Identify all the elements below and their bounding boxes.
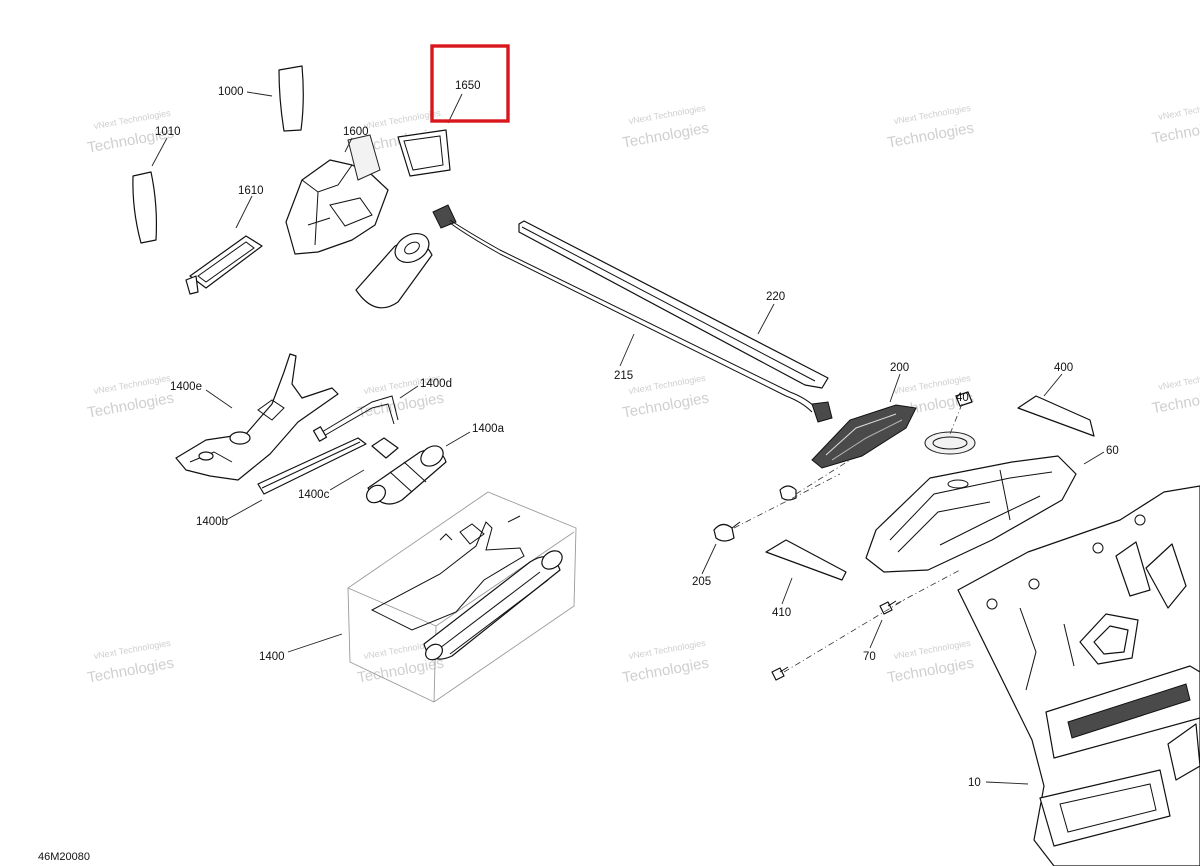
assembly-lines [733,403,963,673]
part-1400-toolkit[interactable] [347,491,577,703]
callout-1000[interactable]: 1000 [218,86,244,98]
callout-1400a[interactable]: 1400a [472,423,505,435]
part-10-front-panel[interactable] [957,485,1200,866]
part-410-decal[interactable] [765,539,847,581]
part-1610-strap[interactable] [185,235,263,295]
part-60-fascia[interactable] [865,455,1077,573]
part-1010-shim[interactable] [132,171,158,244]
part-1400c-rod[interactable] [257,437,367,495]
callout-220[interactable]: 220 [766,291,785,303]
document-number: 46M20080 [38,851,90,863]
callout-40[interactable]: 40 [956,392,969,404]
part-40-emblem[interactable] [924,431,976,455]
callout-400[interactable]: 400 [1054,362,1073,374]
part-1400e-wrench[interactable] [175,353,339,481]
hardware-fasteners[interactable] [713,391,973,681]
callout-410[interactable]: 410 [772,607,791,619]
callout-1400d[interactable]: 1400d [420,378,452,390]
callout-1400b[interactable]: 1400b [196,516,228,528]
part-215-cable[interactable] [432,204,833,423]
callout-1650[interactable]: 1650 [455,80,481,92]
callout-1400e[interactable]: 1400e [170,381,202,393]
callout-1400[interactable]: 1400 [259,651,285,663]
callout-1400c[interactable]: 1400c [298,489,330,501]
part-1400a-socket[interactable] [363,437,447,506]
callout-205[interactable]: 205 [692,576,711,588]
part-1600-housing[interactable] [285,134,389,255]
callout-60[interactable]: 60 [1106,445,1119,457]
callout-1610[interactable]: 1610 [238,185,264,197]
callout-200[interactable]: 200 [890,362,909,374]
highlight-box-1650 [430,44,510,123]
part-220-strip[interactable] [518,220,829,389]
watermark-text: vNext Technologies [1158,368,1200,391]
part-1650-tray[interactable] [397,129,451,177]
callout-1010[interactable]: 1010 [155,126,181,138]
part-400-decal[interactable] [1017,395,1095,437]
callout-1600[interactable]: 1600 [343,126,369,138]
watermark-text: vNext Technologies [1158,98,1200,121]
callout-labels: 1000 1010 1600 1610 1650 220 215 200 400… [155,80,1119,789]
canister[interactable] [355,228,434,309]
part-1400d-tbar[interactable] [312,395,399,442]
callout-10[interactable]: 10 [968,777,981,789]
part-200-lightbar[interactable] [811,404,917,469]
callout-215[interactable]: 215 [614,370,633,382]
part-1000-pad[interactable] [278,65,304,132]
callout-70[interactable]: 70 [863,651,876,663]
leader-lines [151,91,1105,785]
